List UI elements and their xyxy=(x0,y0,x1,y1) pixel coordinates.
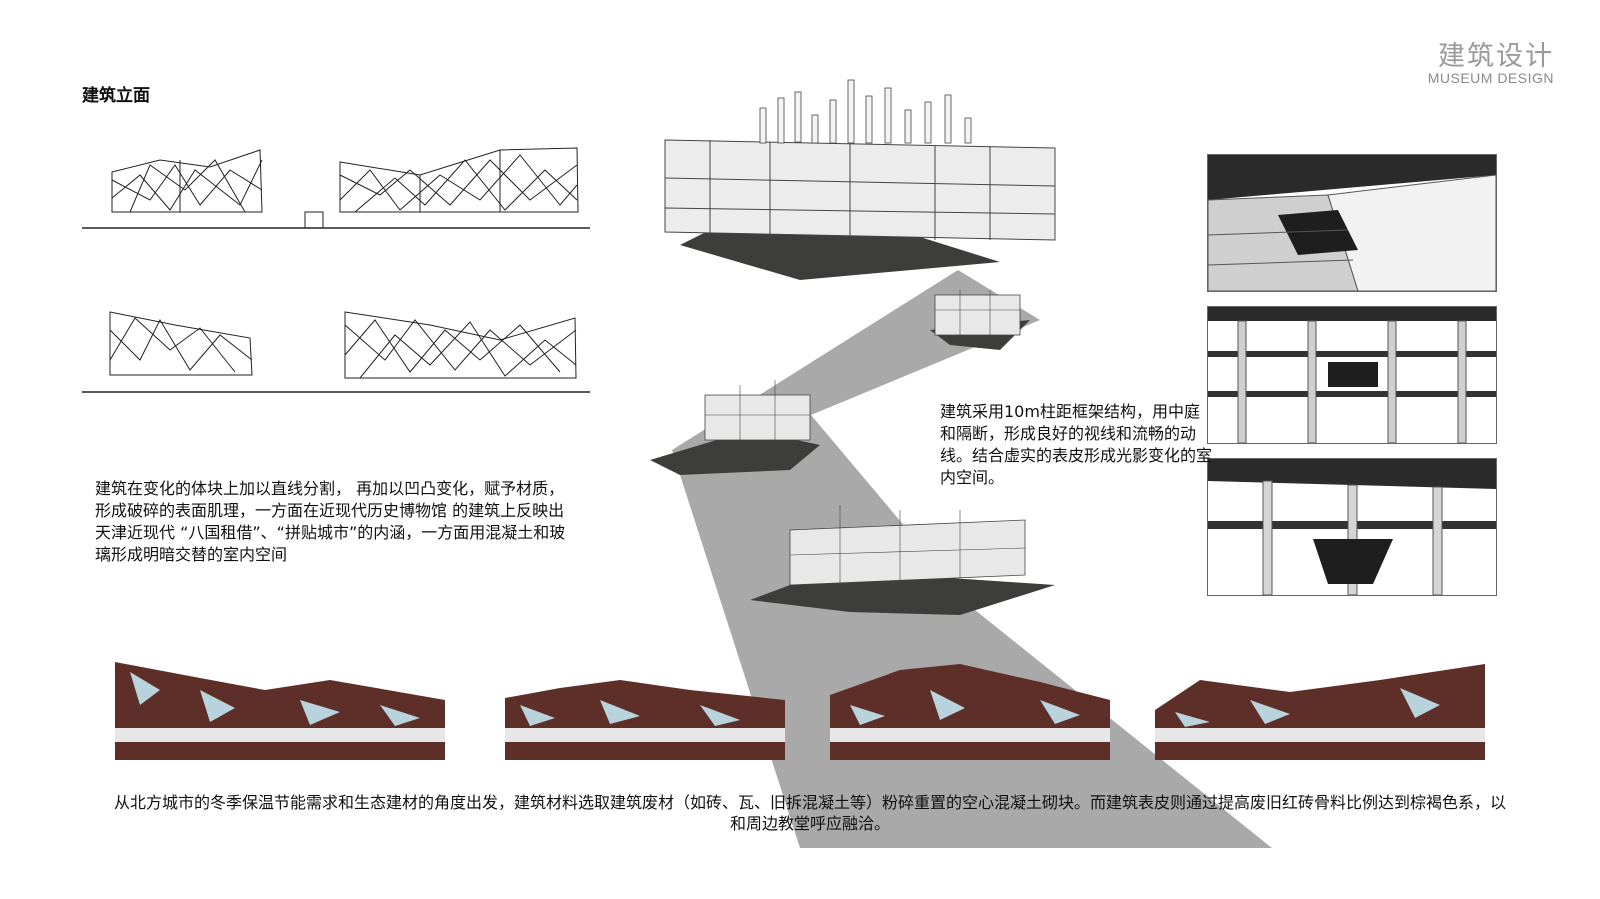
axonometric-model-main xyxy=(664,79,1056,280)
material-description: 从北方城市的冬季保温节能需求和生态建材的角度出发，建筑材料选取建筑废材（如砖、瓦… xyxy=(113,793,1506,833)
axonometric-model-small-1 xyxy=(930,290,1030,350)
axonometric-model-center xyxy=(750,505,1055,615)
structure-description: 建筑采用10m柱距框架结构，用中庭和隔断，形成良好的视线和流畅的动线。结合虚实的… xyxy=(940,402,1213,487)
interior-render-1 xyxy=(1207,154,1497,292)
color-elevation-1 xyxy=(115,662,445,760)
section-title: 建筑立面 xyxy=(82,86,150,106)
light-ray xyxy=(672,270,1272,848)
elevation-drawing-1 xyxy=(82,147,590,229)
axonometric-model-small-2 xyxy=(650,380,820,475)
color-elevation-2 xyxy=(505,680,785,760)
color-elevation-3 xyxy=(830,664,1110,760)
interior-render-3 xyxy=(1207,458,1497,596)
color-elevation-4 xyxy=(1155,664,1485,760)
elevation-description: 建筑在变化的体块上加以直线分割， 再加以凹凸变化，赋予材质，形成破碎的表面肌理，… xyxy=(95,479,566,564)
elevation-drawing-2 xyxy=(82,311,590,393)
brand-title-cn: 建筑设计 xyxy=(1438,41,1554,72)
interior-render-2 xyxy=(1207,306,1497,444)
brand-title-en: MUSEUM DESIGN xyxy=(1427,70,1554,86)
